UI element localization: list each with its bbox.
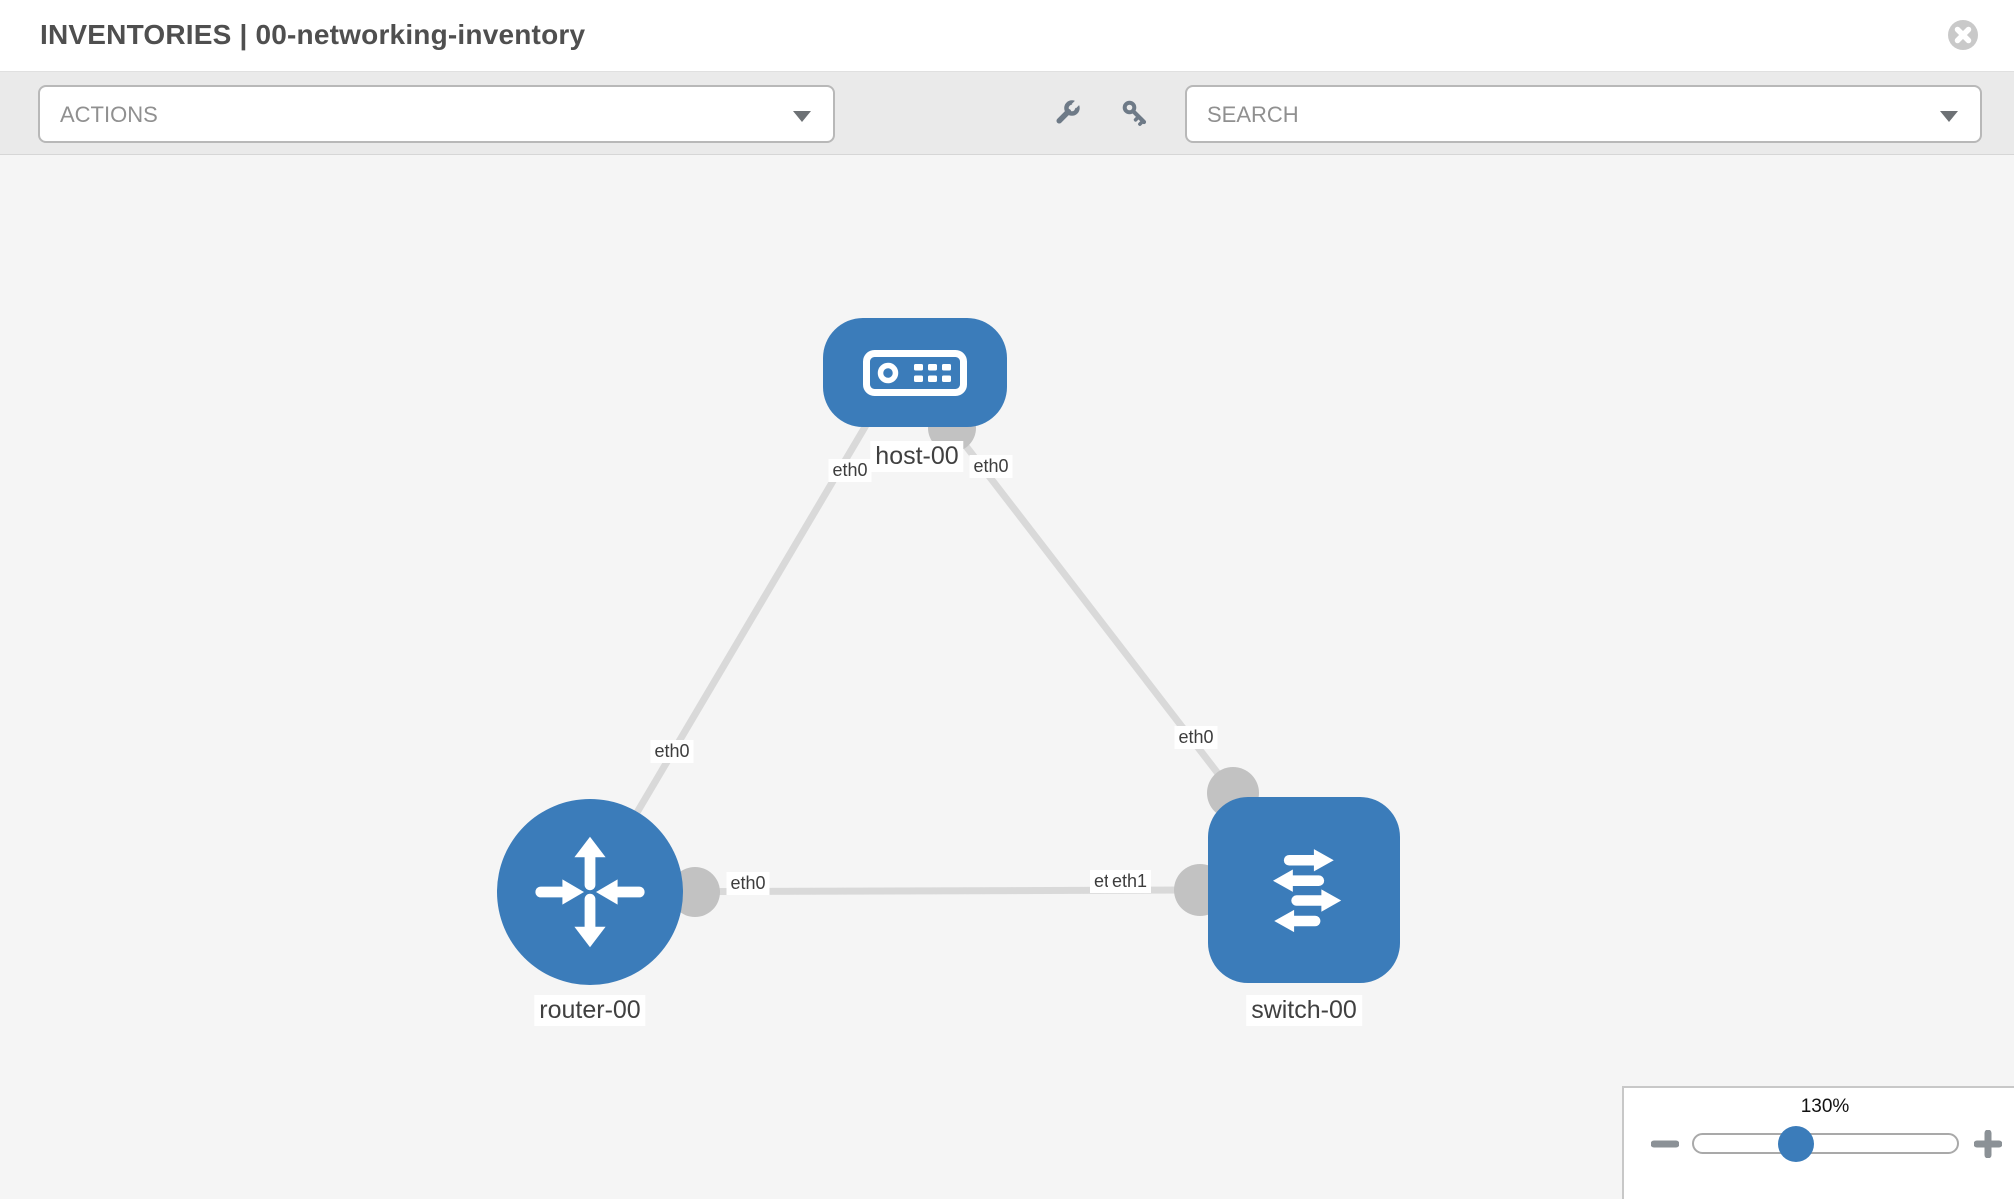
zoom-level-value: 130%: [1800, 1096, 1850, 1117]
toolbar: ACTIONS SEARCH: [0, 72, 2014, 155]
actions-dropdown-label: ACTIONS: [60, 102, 158, 127]
key-icon[interactable]: [1120, 98, 1150, 128]
if-label-host-left: eth0: [828, 459, 872, 482]
chevron-down-icon: [793, 111, 811, 122]
node-label-switch: switch-00: [1246, 995, 1362, 1026]
actions-dropdown[interactable]: ACTIONS: [38, 85, 835, 143]
topology-canvas[interactable]: host-00 router-00 switch-00 eth0 eth0 et…: [0, 155, 2014, 1199]
zoom-slider-track[interactable]: [1692, 1133, 1959, 1154]
router-icon: [535, 836, 645, 948]
node-router-00[interactable]: [497, 799, 683, 985]
if-label-switch-uplink: eth0: [1174, 726, 1218, 749]
search-dropdown[interactable]: SEARCH: [1185, 85, 1982, 143]
page-title: INVENTORIES | 00-networking-inventory: [40, 19, 586, 50]
if-label-host-right: eth0: [969, 455, 1013, 478]
node-switch-00[interactable]: [1208, 797, 1400, 983]
links-layer: [586, 404, 1259, 917]
close-icon[interactable]: [1946, 18, 1980, 52]
if-label-switch-left-top: eth1: [1108, 870, 1152, 893]
wrench-icon[interactable]: [1052, 98, 1082, 128]
search-dropdown-label: SEARCH: [1207, 102, 1299, 127]
zoom-slider-handle[interactable]: [1778, 1126, 1814, 1162]
endpoint-router-eth0: [670, 867, 720, 917]
if-label-router-uplink: eth0: [650, 740, 694, 763]
node-label-router: router-00: [534, 995, 646, 1026]
zoom-out-icon[interactable]: [1651, 1139, 1679, 1149]
host-icon: [863, 349, 967, 396]
node-label-host: host-00: [870, 441, 964, 472]
zoom-panel: 130%: [1622, 1086, 2014, 1199]
chevron-down-icon: [1940, 111, 1958, 122]
switch-icon: [1273, 849, 1342, 933]
panel-header: INVENTORIES | 00-networking-inventory: [0, 0, 2014, 72]
if-label-router-right: eth0: [726, 872, 770, 895]
node-host-00[interactable]: [823, 318, 1007, 427]
zoom-in-icon[interactable]: [1974, 1130, 2002, 1158]
